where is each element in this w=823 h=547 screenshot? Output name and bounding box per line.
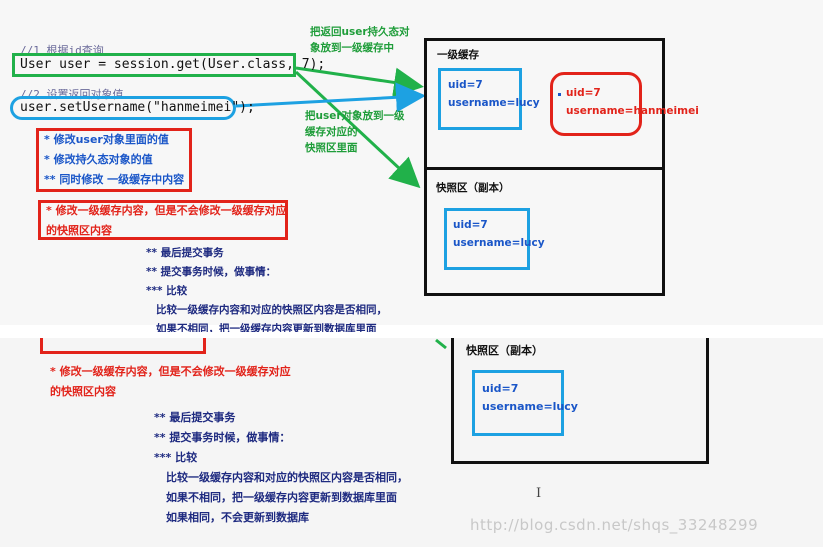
text-cursor-icon: I xyxy=(536,486,542,501)
uid-value: uid=7 xyxy=(453,219,488,231)
username-value: username=lucy xyxy=(448,97,540,109)
modify-line: * 修改user对象里面的值 xyxy=(44,133,169,146)
bullet-dot xyxy=(558,93,561,96)
commit-line: ** 提交事务时候，做事情： xyxy=(154,431,291,444)
uid-value: uid=7 xyxy=(448,79,483,91)
code-session-get: User user = session.get(User.class, 7); xyxy=(20,57,326,72)
red-line: * 修改一级缓存内容，但是不会修改一级缓存对应 xyxy=(50,365,291,378)
bottom-snapshot-title: 快照区（副本） xyxy=(466,344,543,357)
code-set-username: user.setUsername("hanmeimei"); xyxy=(20,100,255,115)
snapshot-unchanged-box xyxy=(38,200,288,240)
commit-line: *** 比较 xyxy=(154,451,198,464)
modify-line: ** 同时修改 一级缓存中内容 xyxy=(44,173,185,186)
commit-steps-bottom: ** 最后提交事务 ** 提交事务时候，做事情： *** 比较 比较一级缓存内容… xyxy=(154,408,408,528)
arrow-setusername-to-cache xyxy=(235,82,426,113)
modify-user-box xyxy=(36,128,192,192)
bottom-snapshot-frame xyxy=(451,338,709,464)
commit-line: ** 提交事务时候，做事情： xyxy=(146,266,277,278)
commit-line: *** 比较 xyxy=(146,285,188,297)
red-line: 的快照区内容 xyxy=(46,224,112,237)
uid-value: uid=7 xyxy=(482,382,519,395)
note-line: 缓存对应的 xyxy=(305,126,358,138)
modify-user-text: * 修改user对象里面的值 * 修改持久态对象的值 ** 同时修改 一级缓存中… xyxy=(44,130,184,190)
arrow-bottom-partial xyxy=(435,338,447,350)
modified-user-text: uid=7 username=hanmeimei xyxy=(566,84,699,120)
bottom-snapshot-user-text: uid=7 username=lucy xyxy=(482,380,578,416)
snapshot-user-text: uid=7 username=lucy xyxy=(453,216,545,252)
note-put-snapshot: 把user对象放到一级 缓存对应的 快照区里面 xyxy=(305,108,405,156)
commit-line: 如果相同，不会更新到数据库 xyxy=(166,511,309,524)
level1-user-box xyxy=(438,68,522,130)
commit-line: ** 最后提交事务 xyxy=(146,247,224,259)
snapshot-user-box xyxy=(444,208,530,270)
level1-cache-title: 一级缓存 xyxy=(437,49,479,61)
watermark: http://blog.csdn.net/shqs_33248299 xyxy=(470,516,759,534)
bottom-snapshot-note: * 修改一级缓存内容，但是不会修改一级缓存对应 的快照区内容 xyxy=(50,362,291,402)
username-value: username=hanmeimei xyxy=(566,105,699,117)
arrow-to-snapshot xyxy=(294,70,421,189)
modify-line: * 修改持久态对象的值 xyxy=(44,153,153,166)
commit-line: 比较一级缓存内容和对应的快照区内容是否相同， xyxy=(166,471,408,484)
partial-red-box xyxy=(40,338,206,354)
commit-line: 如果不相同，把一级缓存内容更新到数据库里面 xyxy=(166,491,397,504)
note-line: 象放到一级缓存中 xyxy=(310,42,394,54)
bottom-panel xyxy=(0,338,823,547)
commit-steps-top: ** 最后提交事务 ** 提交事务时候，做事情： *** 比较 比较一级缓存内容… xyxy=(146,244,387,332)
note-line: 把返回user持久态对 xyxy=(310,26,410,38)
cache-frame-divider xyxy=(424,167,665,170)
red-line: 的快照区内容 xyxy=(50,385,116,398)
session-get-box xyxy=(12,53,296,77)
commit-line: 如果不相同，把一级缓存内容更新到数据库里面 xyxy=(156,323,377,332)
snapshot-unchanged-text: * 修改一级缓存内容，但是不会修改一级缓存对应 的快照区内容 xyxy=(46,201,287,241)
modified-user-box xyxy=(550,72,642,136)
red-line: * 修改一级缓存内容，但是不会修改一级缓存对应 xyxy=(46,204,287,217)
bottom-snapshot-user-box xyxy=(472,370,564,436)
username-value: username=lucy xyxy=(482,400,578,413)
commit-line: ** 最后提交事务 xyxy=(154,411,236,424)
uid-value: uid=7 xyxy=(566,87,601,99)
note-put-level1: 把返回user持久态对 象放到一级缓存中 xyxy=(310,24,410,56)
note-line: 快照区里面 xyxy=(305,142,358,154)
username-value: username=lucy xyxy=(453,237,545,249)
commit-line: 比较一级缓存内容和对应的快照区内容是否相同， xyxy=(156,304,387,316)
note-line: 把user对象放到一级 xyxy=(305,110,405,122)
snapshot-title: 快照区（副本） xyxy=(436,182,510,194)
level1-user-text: uid=7 username=lucy xyxy=(448,76,540,112)
panel-divider xyxy=(0,325,823,338)
set-username-oval xyxy=(10,96,236,120)
